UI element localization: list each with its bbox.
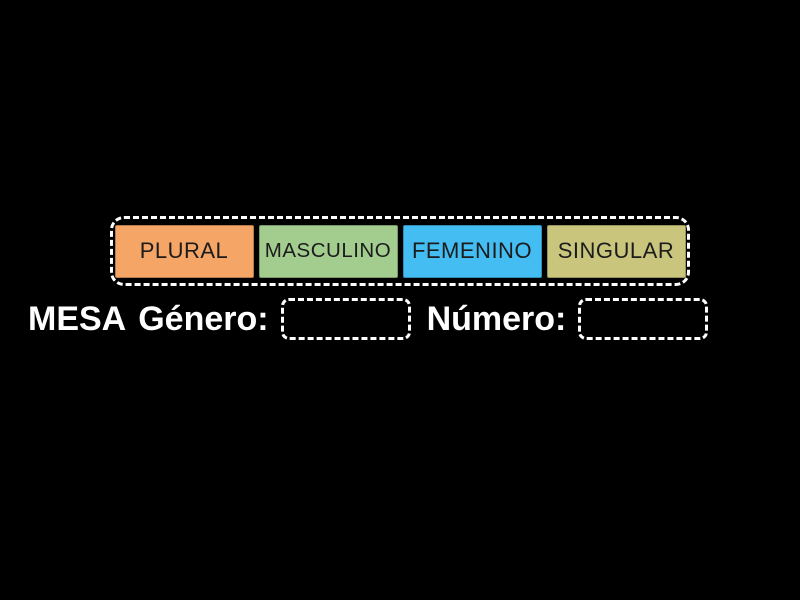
number-label: Número: <box>426 300 567 338</box>
word-tile-label: SINGULAR <box>557 238 675 263</box>
word-tile-label: MASCULINO <box>264 239 392 262</box>
sentence-word: MESA <box>28 300 127 338</box>
number-blank-slot[interactable] <box>578 298 709 340</box>
word-tile-masculino[interactable]: MASCULINO <box>258 224 398 278</box>
word-tile-label: PLURAL <box>139 238 229 263</box>
gender-blank-slot[interactable] <box>280 298 411 340</box>
word-tile-plural[interactable]: PLURAL <box>114 224 254 278</box>
word-tile-label: FEMENINO <box>411 238 533 263</box>
gender-label: Género: <box>138 300 269 338</box>
word-tile-femenino[interactable]: FEMENINO <box>402 224 542 278</box>
sentence: MESA Género: Número: <box>28 295 800 343</box>
word-tile-singular[interactable]: SINGULAR <box>546 224 686 278</box>
word-bank: PLURAL MASCULINO FEMENINO SINGULAR <box>110 216 690 286</box>
